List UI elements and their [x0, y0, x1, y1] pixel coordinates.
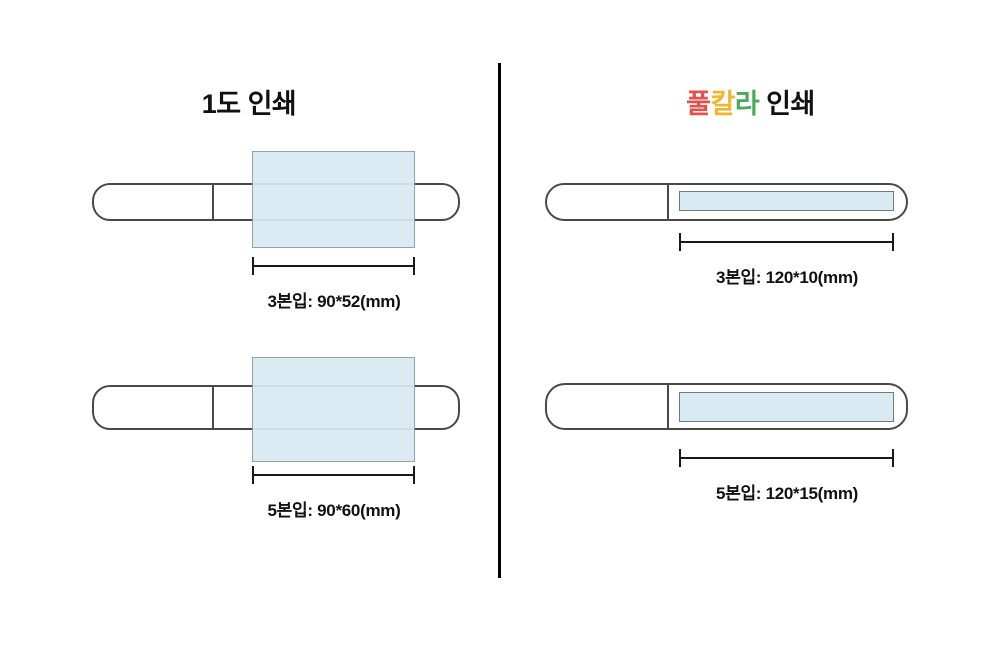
dimension-line [679, 233, 894, 251]
dimension-rule [679, 241, 894, 243]
dimension-label: 5본입: 120*15(mm) [715, 484, 859, 503]
print-area [679, 392, 894, 422]
dimension-line [252, 257, 415, 275]
pen-cap-divider [212, 184, 214, 220]
left-title-text: 1도 인쇄 [201, 89, 297, 119]
vertical-separator [498, 63, 501, 578]
pen-cap-divider [667, 184, 669, 220]
dimension-label: 3본입: 90*52(mm) [267, 292, 401, 311]
dimension-rule [679, 457, 894, 459]
right-title-char-2: 칼 [710, 89, 735, 119]
dimension-tick-end [413, 466, 415, 484]
print-area [252, 151, 415, 248]
dimension-label: 3본입: 120*10(mm) [715, 268, 859, 287]
print-area [679, 191, 894, 211]
dimension-rule [252, 265, 415, 267]
dimension-label: 5본입: 90*60(mm) [267, 501, 401, 520]
dimension-tick-end [413, 257, 415, 275]
pen-cap-divider [667, 384, 669, 429]
print-area [252, 357, 415, 462]
dimension-line [679, 449, 894, 467]
dimension-tick-end [892, 233, 894, 251]
right-column-title: 풀칼라 인쇄 [501, 82, 1000, 121]
right-title-char-4: 인쇄 [759, 89, 815, 119]
dimension-line [252, 466, 415, 484]
left-column-title: 1도 인쇄 [0, 82, 498, 121]
dimension-rule [252, 474, 415, 476]
right-title-char-3: 라 [734, 89, 760, 119]
dimension-tick-end [892, 449, 894, 467]
pen-cap-divider [212, 386, 214, 429]
right-title-char-1: 풀 [686, 89, 711, 119]
